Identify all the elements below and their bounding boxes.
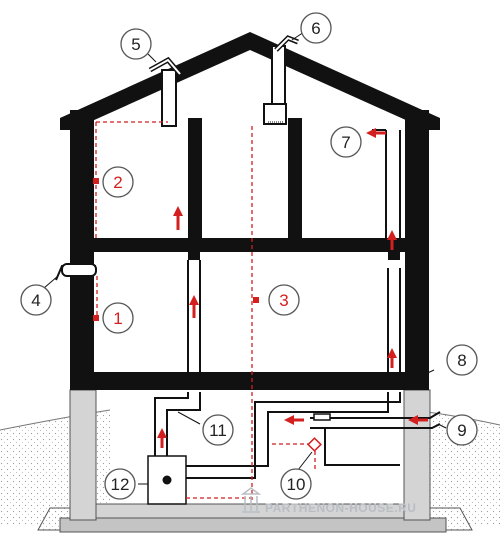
boiler <box>147 455 187 505</box>
valve-10 <box>307 437 322 452</box>
label-6: 6 <box>311 19 320 38</box>
ventilation-ducts <box>154 129 441 479</box>
exhaust-pipe-6 <box>263 35 299 125</box>
room-markers <box>93 178 259 321</box>
callout-2: 2 <box>102 166 134 198</box>
watermark: PARTHENON-HOUSE.RU <box>240 487 416 515</box>
flow-arrows <box>157 128 428 448</box>
callout-8: 8 <box>446 344 478 376</box>
parthenon-logo-icon <box>240 487 262 513</box>
callout-12: 12 <box>104 468 136 500</box>
label-11: 11 <box>209 421 227 440</box>
callout-7: 7 <box>330 126 362 158</box>
label-1: 1 <box>113 309 122 328</box>
callout-4: 4 <box>20 284 52 316</box>
callout-6: 6 <box>300 12 332 44</box>
label-8: 8 <box>457 351 466 370</box>
label-2: 2 <box>113 173 122 192</box>
callout-5: 5 <box>120 28 152 60</box>
roof <box>60 32 440 130</box>
callout-11: 11 <box>202 414 234 446</box>
label-7: 7 <box>341 133 350 152</box>
label-10: 10 <box>287 475 306 494</box>
label-9: 9 <box>457 421 466 440</box>
watermark-text: PARTHENON-HOUSE.RU <box>265 501 416 515</box>
foundation <box>37 389 473 533</box>
label-12: 12 <box>111 475 130 494</box>
label-4: 4 <box>31 291 40 310</box>
callout-3: 3 <box>268 284 300 316</box>
exhaust-pipe-5 <box>148 56 182 127</box>
callout-9: 9 <box>446 414 478 446</box>
callout-1: 1 <box>102 302 134 334</box>
air-inlet-4 <box>55 263 97 281</box>
damper-8 <box>313 413 331 421</box>
callout-10: 10 <box>280 468 312 500</box>
label-5: 5 <box>131 35 140 54</box>
label-3: 3 <box>279 291 288 310</box>
boiler-dot <box>162 475 172 485</box>
walls <box>70 110 429 390</box>
